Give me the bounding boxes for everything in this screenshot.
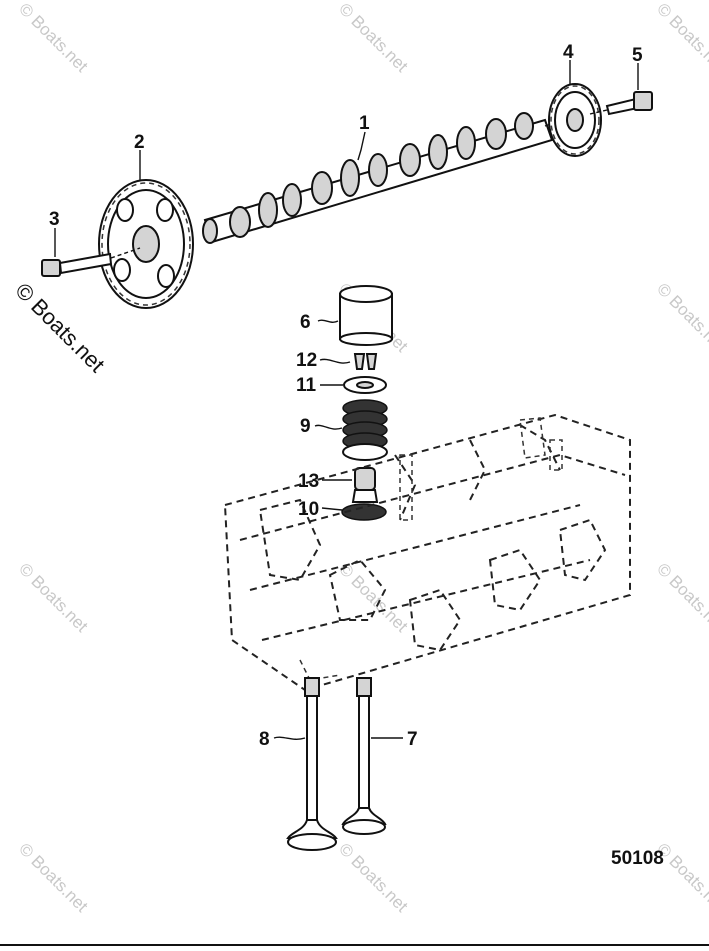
camshaft-sprocket-right bbox=[548, 83, 602, 157]
watermark: © Boats.net bbox=[335, 839, 412, 916]
watermark: © Boats.net bbox=[15, 559, 92, 636]
watermark: © Boats.net bbox=[335, 559, 412, 636]
watermark: © Boats.net bbox=[653, 0, 709, 76]
valve-stem-seal bbox=[354, 467, 376, 491]
callout-9: 9 bbox=[300, 416, 311, 437]
exhaust-valve bbox=[286, 677, 338, 851]
valve-spring bbox=[342, 399, 388, 461]
watermark: © Boats.net bbox=[15, 839, 92, 916]
watermark: © Boats.net bbox=[335, 0, 412, 76]
callout-10: 10 bbox=[298, 499, 319, 520]
valve-keepers bbox=[353, 353, 378, 370]
callout-11: 11 bbox=[296, 375, 317, 396]
bottom-rule bbox=[0, 944, 709, 946]
spring-seat bbox=[341, 489, 387, 521]
callout-1: 1 bbox=[359, 113, 370, 134]
callout-3: 3 bbox=[49, 209, 60, 230]
callout-4: 4 bbox=[563, 42, 574, 63]
figure-number: 50108 bbox=[611, 848, 664, 869]
sprocket-bolt-right bbox=[589, 91, 653, 116]
sprocket-bolt-left bbox=[41, 247, 141, 277]
callout-12: 12 bbox=[296, 350, 317, 371]
intake-valve bbox=[341, 677, 387, 835]
watermark: © Boats.net bbox=[653, 279, 709, 356]
callout-7: 7 bbox=[407, 729, 418, 750]
side-watermark: © Boats.net bbox=[10, 278, 109, 377]
watermark: © Boats.net bbox=[653, 559, 709, 636]
spring-retainer bbox=[343, 376, 387, 394]
callout-13: 13 bbox=[298, 471, 319, 492]
watermark: © Boats.net bbox=[15, 0, 92, 76]
camshaft-sprocket-left bbox=[98, 179, 194, 309]
callout-2: 2 bbox=[134, 132, 145, 153]
callouts: 1 2 3 4 5 6 12 11 9 13 10 8 7 bbox=[49, 42, 643, 750]
tappet bbox=[339, 285, 393, 346]
cylinder-head bbox=[223, 413, 631, 692]
callout-5: 5 bbox=[632, 45, 643, 66]
callout-8: 8 bbox=[259, 729, 270, 750]
camshaft bbox=[202, 112, 561, 244]
callout-6: 6 bbox=[300, 312, 311, 333]
leader-lines bbox=[54, 60, 639, 740]
